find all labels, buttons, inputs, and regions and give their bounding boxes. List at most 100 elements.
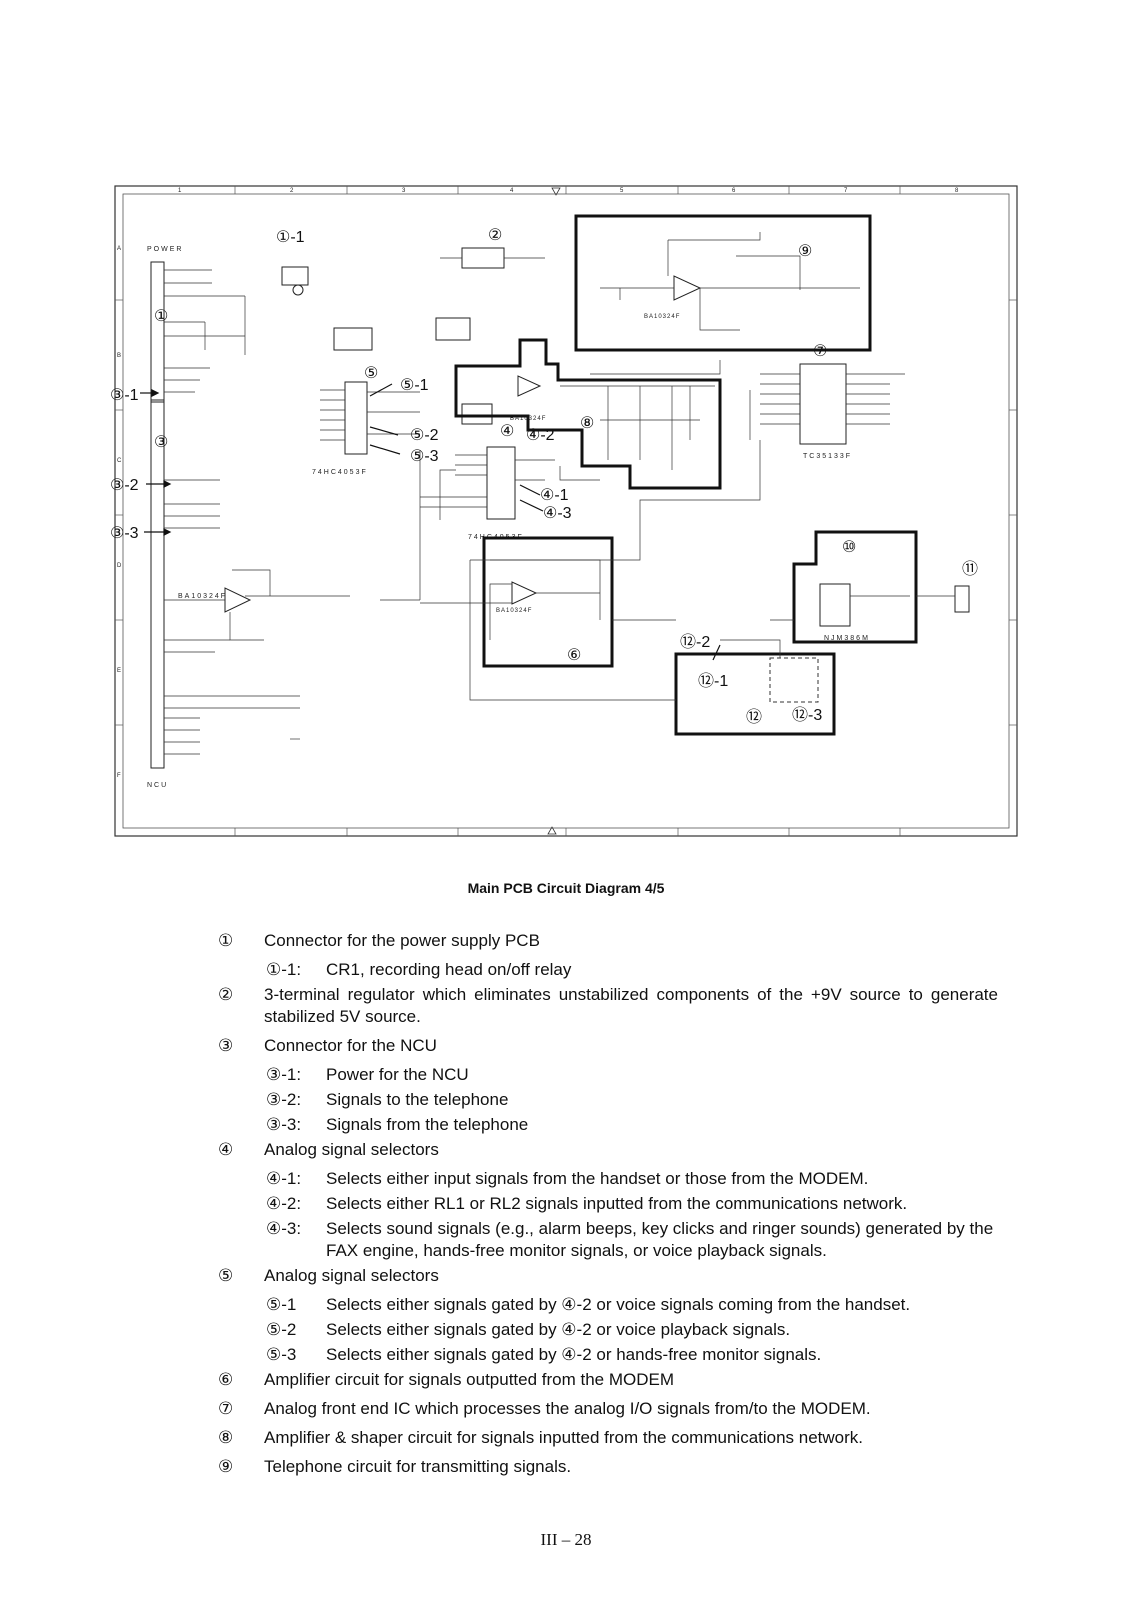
block-9-opamp (673, 275, 702, 301)
border-number: 1 (178, 188, 182, 194)
ic3-pins (320, 389, 420, 441)
callout-labels: ①-1 ② ① ③-1 ③ ③-2 ③-3 ⑤ ⑤-1 ⑤-2 ⑤-3 ④ ④-… (110, 227, 978, 726)
callout-4-1: ④-1 (540, 487, 569, 504)
border-number: 2 (290, 188, 294, 194)
diagram-caption: Main PCB Circuit Diagram 4/5 (467, 880, 665, 896)
callout-3-2: ③-2 (110, 477, 139, 494)
opamp-lower-left (224, 587, 252, 613)
border-letter: C (117, 458, 122, 464)
callout-12-2: ⑫-2 (680, 633, 710, 651)
legend-subitem-text: Selects either signals gated by ④-2 or v… (326, 1320, 791, 1339)
legend-subitem-marker: ④-3: (266, 1219, 302, 1238)
callout-5-3: ⑤-3 (410, 448, 439, 465)
legend-item-text: Connector for the NCU (264, 1036, 437, 1055)
legend-item: ⑧ Amplifier & shaper circuit for signals… (218, 1427, 998, 1449)
legend-item: ① Connector for the power supply PCB (218, 930, 998, 952)
legend-item-text: Analog signal selectors (264, 1140, 439, 1159)
callout-5-1: ⑤-1 (400, 377, 429, 394)
legend-subitem-text: CR1, recording head on/off relay (326, 960, 572, 979)
callout-3-3: ③-3 (110, 525, 139, 542)
legend-subitem: ⑤-3 Selects either signals gated by ④-2 … (218, 1344, 998, 1366)
page-number: III – 28 (540, 1530, 592, 1549)
block-12-inset (769, 657, 819, 703)
callout-1-1: ①-1 (276, 229, 305, 246)
callout-9: ⑨ (798, 243, 812, 260)
legend-item-marker: ① (218, 931, 234, 950)
block-6-opamp (511, 581, 538, 605)
callout-5: ⑤ (364, 365, 378, 382)
callout-12: ⑫ (746, 708, 762, 726)
regulator-ic (461, 247, 505, 269)
callout-12-3: ⑫-3 (792, 706, 822, 724)
callout-3: ③ (154, 434, 168, 451)
legend-subitem-text: Power for the NCU (326, 1065, 469, 1084)
block-9-wiring (590, 232, 860, 375)
small-ic (461, 403, 493, 425)
legend-item-marker: ⑤ (218, 1266, 234, 1285)
power-connector-label: POWER (147, 246, 183, 253)
opamp-ic4 (517, 375, 542, 397)
legend-subitem-text: Signals to the telephone (326, 1090, 509, 1109)
legend-subitem-marker: ③-3: (266, 1115, 302, 1134)
legend-subitem: ①-1: CR1, recording head on/off relay (218, 959, 998, 981)
legend-item-marker: ⑨ (218, 1457, 234, 1476)
legend-item-marker: ③ (218, 1036, 234, 1055)
legend-subitem-text: Selects either RL1 or RL2 signals inputt… (326, 1194, 908, 1213)
legend-subitem: ③-3: Signals from the telephone (218, 1114, 998, 1136)
legend-subitem: ④-3: Selects sound signals (e.g., alarm … (218, 1218, 998, 1262)
routing-wires (229, 390, 794, 701)
callout-7: ⑦ (813, 343, 827, 360)
legend-item: ⑥ Amplifier circuit for signals outputte… (218, 1369, 998, 1391)
border-number: 8 (955, 188, 959, 194)
block-6-wiring (420, 559, 601, 640)
speaker-connector (954, 585, 970, 613)
callout-11: ⑪ (962, 560, 978, 578)
block-9-ic-label: BA10324F (644, 314, 680, 320)
callout-4-3: ④-3 (543, 505, 572, 522)
callout-1: ① (154, 308, 168, 325)
wire (232, 569, 271, 596)
legend-item-text: 3-terminal regulator which eliminates un… (264, 985, 998, 1026)
legend-subitem-text: Selects either input signals from the ha… (326, 1169, 869, 1188)
ic2-analog-switch (486, 446, 516, 520)
legend-subitem: ④-1: Selects either input signals from t… (218, 1168, 998, 1190)
callout-10: ⑩ (842, 539, 856, 556)
legend-subitem-marker: ③-1: (266, 1065, 302, 1084)
small-ic (333, 327, 373, 351)
relay-cr1 (281, 266, 309, 286)
legend-item: ⑤ Analog signal selectors (218, 1265, 998, 1287)
legend-subitem-text: Selects either signals gated by ④-2 or h… (326, 1345, 822, 1364)
legend-subitem-text: Selects either signals gated by ④-2 or v… (326, 1295, 911, 1314)
legend-item-text: Amplifier circuit for signals outputted … (264, 1370, 675, 1389)
border-number: 7 (844, 188, 848, 194)
legend-item: ③ Connector for the NCU (218, 1035, 998, 1057)
legend-subitem-marker: ⑤-3 (266, 1345, 297, 1364)
border-letter: D (117, 563, 122, 569)
legend-subitem-text: Signals from the telephone (326, 1115, 529, 1134)
legend-subitem-text: Selects sound signals (e.g., alarm beeps… (326, 1219, 994, 1260)
legend-item: ⑦ Analog front end IC which processes th… (218, 1398, 998, 1420)
legend-subitem-marker: ⑤-1 (266, 1295, 297, 1314)
legend-item-text: Analog front end IC which processes the … (264, 1399, 871, 1418)
callout-2: ② (488, 227, 502, 244)
block-6-ic-label: BA10324F (496, 608, 532, 614)
legend-item: ⑨ Telephone circuit for transmitting sig… (218, 1456, 998, 1478)
legend-item-text: Analog signal selectors (264, 1266, 439, 1285)
callout-4: ④ (500, 423, 514, 440)
ic3-label: 74HC4053F (312, 469, 368, 476)
legend-subitem-marker: ③-2: (266, 1090, 302, 1109)
legend-item-marker: ② (218, 985, 234, 1004)
border-number: 4 (510, 188, 514, 194)
legend-subitem-marker: ①-1: (266, 960, 302, 979)
border-divisions (115, 186, 1017, 836)
ic1-label: NJM386M (824, 635, 870, 642)
legend-item: ④ Analog signal selectors (218, 1139, 998, 1161)
block-6-outline (482, 536, 614, 668)
legend-subitem-marker: ④-1: (266, 1169, 302, 1188)
callout-12-1: ⑫-1 (698, 672, 728, 690)
block-12-outline (674, 652, 836, 736)
ic6-pins (760, 373, 905, 425)
callout-3-1: ③-1 (110, 387, 139, 404)
callout-6: ⑥ (567, 647, 581, 664)
legend-item-text: Telephone circuit for transmitting signa… (264, 1457, 572, 1476)
